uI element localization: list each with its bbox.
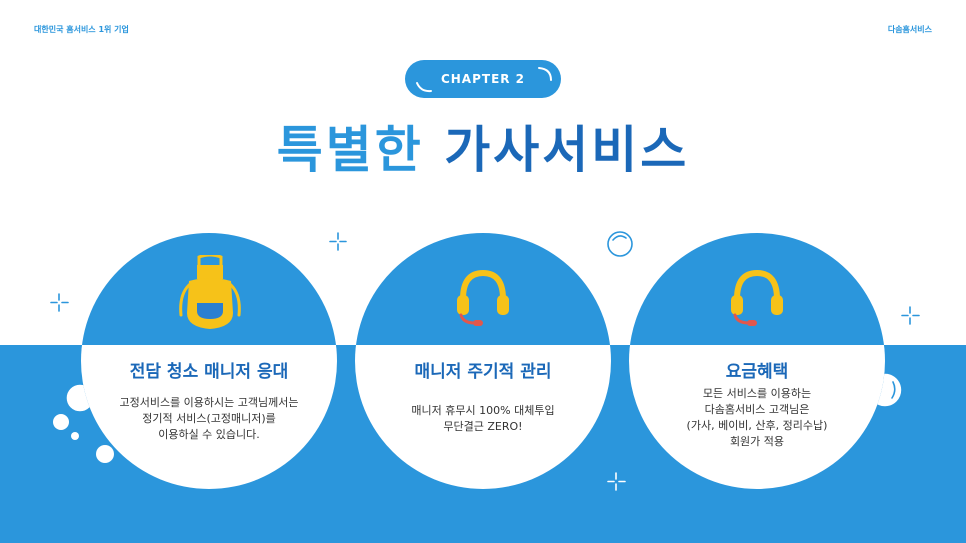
card-white-area: [81, 345, 337, 489]
sparkle-icon: [50, 293, 69, 312]
bubble-icon: [607, 231, 633, 257]
chapter-badge: CHAPTER 2: [405, 60, 561, 98]
card-line: 이용하실 수 있습니다.: [158, 428, 260, 441]
headset-icon: [731, 269, 783, 326]
card-title: 매니저 주기적 관리: [414, 362, 552, 382]
card-line: 모든 서비스를 이용하는: [702, 387, 812, 400]
card-line: 매니저 휴무시 100% 대체투입: [411, 404, 555, 417]
card-line: 회원가 적용: [729, 435, 785, 448]
card-line: 정기적 서비스(고정매니저)를: [142, 412, 276, 425]
card-description: 모든 서비스를 이용하는 다솜홈서비스 고객님은 (가사, 베이비, 산후, 정…: [647, 386, 867, 450]
card-title: 요금혜택: [725, 362, 789, 382]
card-line: (가사, 베이비, 산후, 정리수납): [686, 419, 828, 432]
sparkle-icon: [329, 232, 347, 251]
title-part-2: 가사서비스: [444, 121, 690, 179]
title-part-1: 특별한: [276, 121, 424, 179]
card-title: 전담 청소 매니저 응대: [129, 362, 289, 382]
card-line: 고정서비스를 이용하시는 고객님께서는: [119, 396, 299, 409]
chapter-label: CHAPTER 2: [440, 72, 526, 86]
headset-icon: [457, 269, 509, 326]
brand-name: 다솜홈서비스: [887, 25, 932, 34]
sparkle-icon: [901, 306, 920, 325]
card-description: 고정서비스를 이용하시는 고객님께서는 정기적 서비스(고정매니저)를 이용하실…: [99, 395, 319, 443]
tagline: 대한민국 홈서비스 1위 기업: [34, 25, 129, 34]
sparkle-icon: [607, 472, 626, 491]
page-title: 특별한 가사서비스: [0, 118, 966, 182]
chapter-swoosh-icon: [416, 67, 552, 93]
service-card-dedicated-manager: 전담 청소 매니저 응대 고정서비스를 이용하시는 고객님께서는 정기적 서비스…: [81, 233, 337, 489]
card-description: 매니저 휴무시 100% 대체투입 무단결근 ZERO!: [373, 403, 593, 435]
card-line: 무단결근 ZERO!: [443, 420, 523, 433]
card-line: 다솜홈서비스 고객님은: [704, 403, 810, 416]
card-white-area: [629, 345, 885, 489]
card-white-area: [355, 345, 611, 489]
service-card-manager-management: 매니저 주기적 관리 매니저 휴무시 100% 대체투입 무단결근 ZERO!: [355, 233, 611, 489]
apron-icon: [179, 255, 241, 329]
service-card-pricing-benefits: 요금혜택 모든 서비스를 이용하는 다솜홈서비스 고객님은 (가사, 베이비, …: [629, 233, 885, 489]
